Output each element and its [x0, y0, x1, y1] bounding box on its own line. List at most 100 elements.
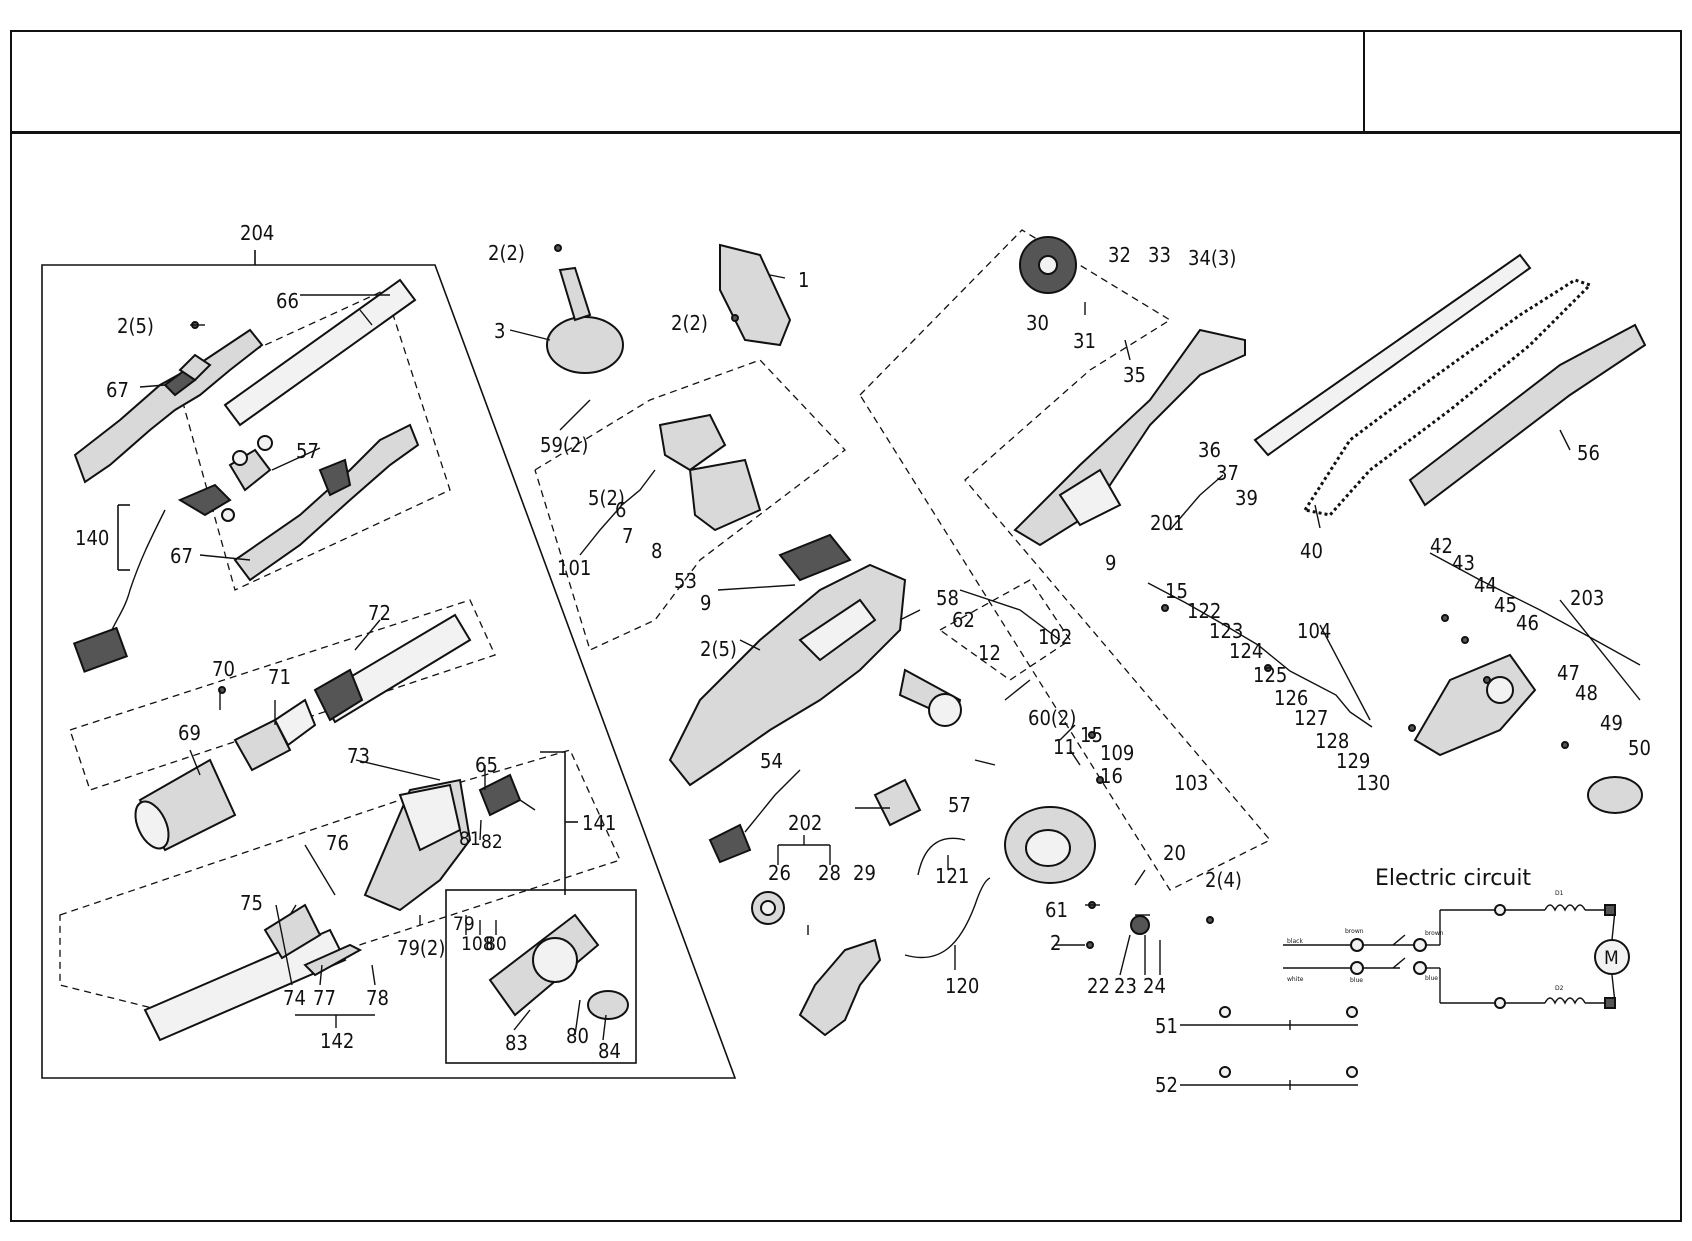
svg-text:brown: brown: [1425, 930, 1444, 937]
ladder-102: [959, 589, 1061, 641]
callout-15-b: 15: [1080, 723, 1103, 747]
ladder-203: [1429, 552, 1641, 701]
callout-53: 53: [674, 569, 697, 593]
callout-labels: 204 66 2(5) 67 57 140 67 72 70 71 69 73 …: [75, 221, 1651, 1097]
coupling-71: [233, 698, 317, 772]
callout-12: 12: [978, 641, 1001, 665]
callout-30: 30: [1026, 311, 1049, 335]
callout-22: 22: [1087, 974, 1110, 998]
callout-58: 58: [936, 586, 959, 610]
callout-79-2: 79(2): [397, 936, 445, 960]
callout-54: 54: [760, 749, 783, 773]
callout-36: 36: [1198, 438, 1221, 462]
callout-204: 204: [240, 221, 274, 245]
callout-122: 122: [1187, 599, 1221, 623]
callout-50: 50: [1628, 736, 1651, 760]
coil-d1-label: D1: [1555, 890, 1564, 897]
callout-60-2: 60(2): [1028, 706, 1076, 730]
wire-label-white: white: [1287, 976, 1304, 983]
wire-120: [904, 877, 991, 959]
callout-35: 35: [1123, 363, 1146, 387]
ladder-101: [579, 469, 656, 556]
bar-cover-56: [1408, 323, 1647, 507]
callout-11: 11: [1053, 735, 1076, 759]
housing-9-right: [1013, 328, 1246, 547]
group-handle-dashed: [177, 289, 451, 591]
callout-127: 127: [1294, 706, 1328, 730]
callout-9-a: 9: [700, 591, 711, 615]
callout-40: 40: [1300, 539, 1323, 563]
callout-45: 45: [1494, 593, 1517, 617]
callout-82: 82: [481, 831, 503, 853]
armature-12: [898, 668, 962, 727]
plug-65: [478, 773, 536, 817]
callout-20: 20: [1163, 841, 1186, 865]
callout-66: 66: [276, 289, 299, 313]
callout-121: 121: [935, 864, 969, 888]
callout-109: 109: [1100, 741, 1134, 765]
callout-75: 75: [240, 891, 263, 915]
callout-49: 49: [1600, 711, 1623, 735]
group-204-outline: [41, 250, 737, 1079]
callout-2-5-b: 2(5): [700, 637, 737, 661]
callout-125: 125: [1253, 663, 1287, 687]
clamp-77: [303, 943, 363, 977]
callout-37: 37: [1216, 461, 1239, 485]
switch-57: [228, 435, 273, 492]
callout-70: 70: [212, 657, 235, 681]
callout-62: 62: [952, 608, 975, 632]
callout-51: 51: [1155, 1014, 1178, 1038]
callout-46: 46: [1516, 611, 1539, 635]
callout-2-2-b: 2(2): [671, 311, 708, 335]
callout-29: 29: [853, 861, 876, 885]
tube-72: [313, 613, 472, 724]
callout-8: 8: [651, 539, 662, 563]
callout-28: 28: [818, 861, 841, 885]
guide-bar: [1253, 253, 1532, 457]
callout-123: 123: [1209, 619, 1243, 643]
callout-130: 130: [1356, 771, 1390, 795]
trigger-part: [177, 483, 235, 522]
grip-67: [233, 423, 420, 582]
callout-2-2-a: 2(2): [488, 241, 525, 265]
callout-120: 120: [945, 974, 979, 998]
callout-59-2: 59(2): [540, 433, 588, 457]
callout-101: 101: [557, 556, 591, 580]
callout-69: 69: [178, 721, 201, 745]
knob-50: [1587, 776, 1643, 814]
callout-81: 81: [459, 828, 481, 850]
callout-6: 6: [615, 498, 626, 522]
callout-126: 126: [1274, 686, 1308, 710]
callout-84: 84: [598, 1039, 621, 1063]
callout-124: 124: [1229, 639, 1263, 663]
callout-43: 43: [1452, 551, 1475, 575]
group-guide-bar-dashed: [859, 229, 1272, 891]
bracket-5-6: [658, 413, 727, 472]
callout-5-2: 5(2): [588, 486, 625, 510]
gear-26: [751, 891, 785, 925]
callout-7: 7: [622, 524, 633, 548]
gear-housing-103: [1004, 806, 1096, 884]
callout-128: 128: [1315, 729, 1349, 753]
callout-2-4: 2(4): [1205, 868, 1242, 892]
callout-73: 73: [347, 744, 370, 768]
callout-129: 129: [1336, 749, 1370, 773]
callout-1: 1: [798, 268, 809, 292]
callout-79: 79: [453, 913, 475, 935]
callout-72: 72: [368, 601, 391, 625]
group-141-box: [445, 751, 637, 1064]
title-block-side-cell: [1363, 30, 1682, 134]
callout-33: 33: [1148, 243, 1171, 267]
callout-23: 23: [1114, 974, 1137, 998]
callout-42: 42: [1430, 534, 1453, 558]
callout-2-5-a: 2(5): [117, 314, 154, 338]
callout-24: 24: [1143, 974, 1166, 998]
callout-104: 104: [1297, 619, 1331, 643]
callout-142: 142: [320, 1029, 354, 1053]
callout-26: 26: [768, 861, 791, 885]
electric-circuit: Electric circuit black white brown blue …: [1283, 866, 1630, 1009]
title-block: [10, 30, 1682, 134]
callout-67-b: 67: [170, 544, 193, 568]
leader-lines: [139, 274, 1571, 1041]
